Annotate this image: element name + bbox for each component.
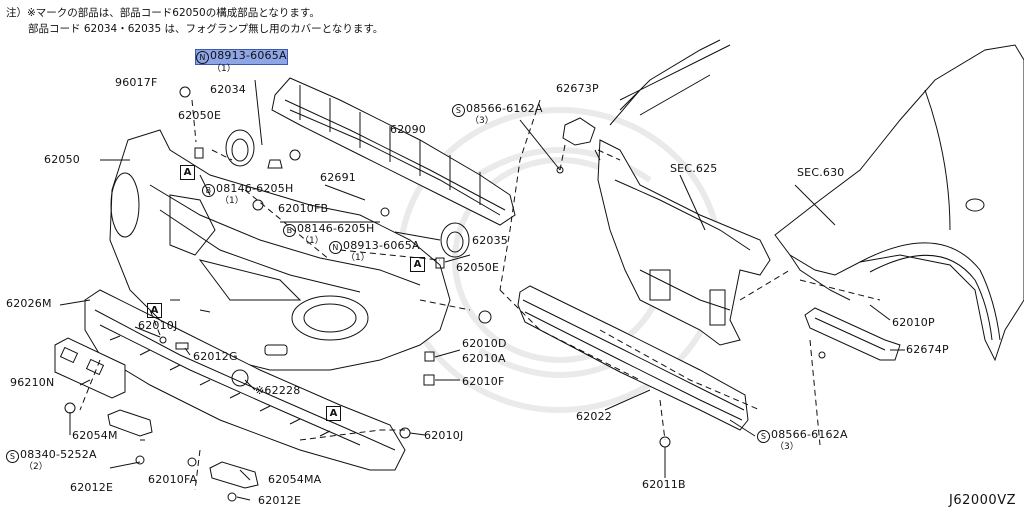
callout-62012g[interactable]: 62012G [193, 350, 238, 363]
callout-62691[interactable]: 62691 [320, 171, 356, 184]
callout-62011b[interactable]: 62011B [642, 478, 686, 491]
callout-62010j-right[interactable]: 62010J [424, 429, 464, 442]
callout-62010fb[interactable]: 62010FB [278, 202, 329, 215]
callout-62090[interactable]: 62090 [390, 123, 426, 136]
bracket-62674p [804, 307, 901, 361]
callout-62054ma[interactable]: 62054MA [268, 473, 322, 486]
prefix-b-icon: B [283, 224, 296, 237]
callout-text: 08146-6205H [216, 182, 294, 195]
prefix-n-icon: N [196, 51, 209, 64]
bracket-62054ma [209, 461, 259, 489]
callout-62673p[interactable]: 62673P [556, 82, 599, 95]
prefix-s-icon: S [6, 450, 19, 463]
callout-96210n[interactable]: 96210N [10, 376, 55, 389]
callout-62054m[interactable]: 62054M [72, 429, 118, 442]
callout-96017f[interactable]: 96017F [115, 76, 158, 89]
view-marker-a[interactable]: A [147, 303, 162, 318]
bracket-62054m [107, 409, 153, 437]
view-marker-a[interactable]: A [326, 406, 341, 421]
prefix-s-icon: S [452, 104, 465, 117]
prefix-b-icon: B [202, 184, 215, 197]
callout-62010f[interactable]: 62010F [462, 375, 505, 388]
callout-62010j-left[interactable]: 62010J [138, 319, 178, 332]
callout-sec-625[interactable]: SEC.625 [670, 162, 718, 175]
callout-text: 08146-6205H [297, 222, 375, 235]
prefix-n-icon: N [329, 241, 342, 254]
callout-qty: （1） [346, 253, 370, 263]
callout-qty: （3） [470, 116, 494, 126]
fasteners [64, 86, 826, 502]
fog-cover-62034 [225, 129, 255, 167]
callout-text: 08913-6065A [343, 239, 420, 252]
callout-qty: （1） [220, 196, 244, 206]
prefix-s-icon: S [757, 430, 770, 443]
note-line-1: 注）※マークの部品は、部品コード62050の構成部品となります。 [6, 7, 320, 19]
fog-cover-62035 [440, 222, 470, 258]
energy-absorber [271, 77, 516, 226]
callout-qty: （1） [300, 236, 324, 246]
view-marker-a[interactable]: A [180, 165, 195, 180]
radiator-core-support [597, 39, 771, 346]
license-plate-bracket [54, 337, 126, 399]
fender [774, 44, 1024, 362]
callout-62012e-left[interactable]: 62012E [70, 481, 114, 494]
leader-lines [59, 79, 905, 501]
callout-62010fa[interactable]: 62010FA [148, 473, 198, 486]
callout-62010a[interactable]: 62010A [462, 352, 506, 365]
callout-62034[interactable]: 62034 [210, 83, 246, 96]
callout-text: 08566-6162A [771, 428, 848, 441]
callout-text: 08340-5252A [20, 448, 97, 461]
callout-text: 08913-6065A [210, 49, 287, 62]
callout-qty: （2） [24, 462, 48, 472]
callout-62050e-right[interactable]: 62050E [456, 261, 500, 274]
front-bumper-fascia [109, 129, 451, 371]
callout-62022[interactable]: 62022 [576, 410, 612, 423]
callout-qty: （1） [212, 64, 236, 74]
bumper-beam [517, 285, 749, 431]
callout-text: 08566-6162A [466, 102, 543, 115]
callout-62228[interactable]: ※62228 [255, 384, 301, 397]
callout-62026m[interactable]: 62026M [6, 297, 52, 310]
note-line-2: 部品コード 62034・62035 は、フォグランプ無し用のカバーとなります。 [28, 23, 384, 35]
bracket-62673p [562, 117, 596, 146]
view-marker-a[interactable]: A [410, 257, 425, 272]
callout-62674p[interactable]: 62674P [906, 343, 949, 356]
callout-qty: （3） [775, 442, 799, 452]
callout-62035[interactable]: 62035 [472, 234, 508, 247]
callout-62050[interactable]: 62050 [44, 153, 80, 166]
diagram-reference-code: J62000VZ [949, 493, 1016, 508]
callout-62010p[interactable]: 62010P [892, 316, 935, 329]
callout-62012e-bottom[interactable]: 62012E [258, 494, 302, 507]
callout-sec-630[interactable]: SEC.630 [797, 166, 845, 179]
callout-62050e-left[interactable]: 62050E [178, 109, 222, 122]
callout-62010d[interactable]: 62010D [462, 337, 507, 350]
